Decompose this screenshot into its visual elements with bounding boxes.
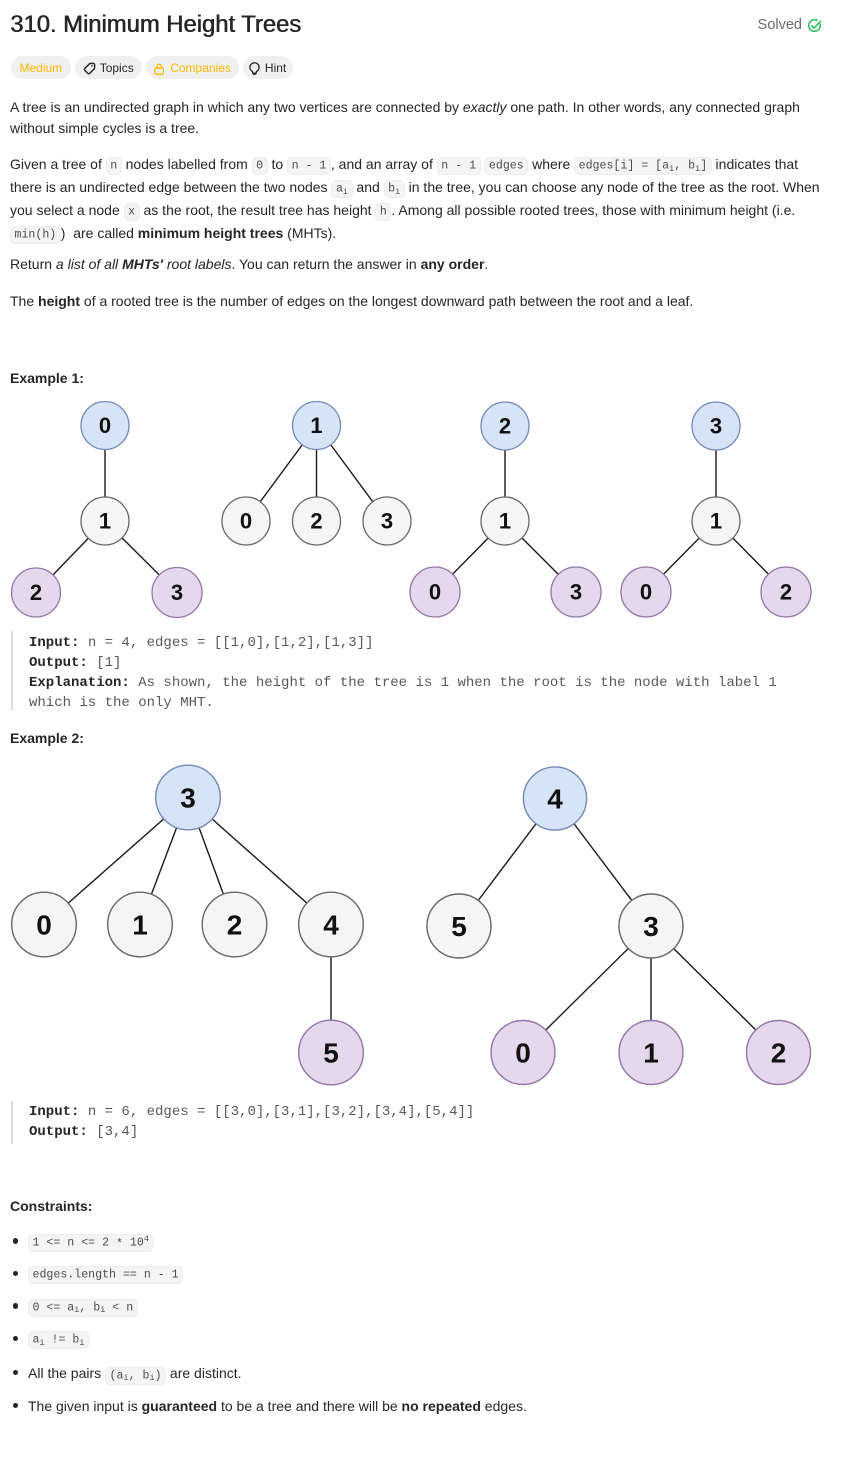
svg-text:3: 3: [643, 911, 659, 942]
svg-text:1: 1: [499, 509, 511, 534]
svg-text:0: 0: [99, 413, 111, 438]
svg-text:3: 3: [171, 580, 183, 605]
svg-text:1: 1: [710, 509, 722, 534]
svg-text:2: 2: [771, 1038, 787, 1069]
svg-text:5: 5: [451, 911, 467, 942]
svg-text:2: 2: [30, 580, 42, 605]
svg-text:4: 4: [547, 784, 563, 815]
svg-text:1: 1: [99, 509, 111, 534]
svg-text:2: 2: [499, 414, 511, 439]
svg-text:2: 2: [310, 509, 322, 534]
svg-text:0: 0: [640, 580, 652, 605]
svg-text:2: 2: [227, 910, 243, 941]
svg-text:5: 5: [323, 1038, 339, 1069]
svg-text:1: 1: [132, 910, 148, 941]
svg-text:0: 0: [36, 910, 52, 941]
svg-text:1: 1: [643, 1038, 659, 1069]
svg-text:4: 4: [323, 910, 339, 941]
svg-text:3: 3: [180, 783, 196, 814]
svg-text:3: 3: [381, 509, 393, 534]
svg-text:3: 3: [570, 580, 582, 605]
svg-text:1: 1: [310, 413, 322, 438]
svg-text:3: 3: [710, 414, 722, 439]
svg-text:0: 0: [429, 580, 441, 605]
svg-text:0: 0: [240, 509, 252, 534]
svg-text:2: 2: [780, 580, 792, 605]
svg-text:0: 0: [515, 1038, 531, 1069]
